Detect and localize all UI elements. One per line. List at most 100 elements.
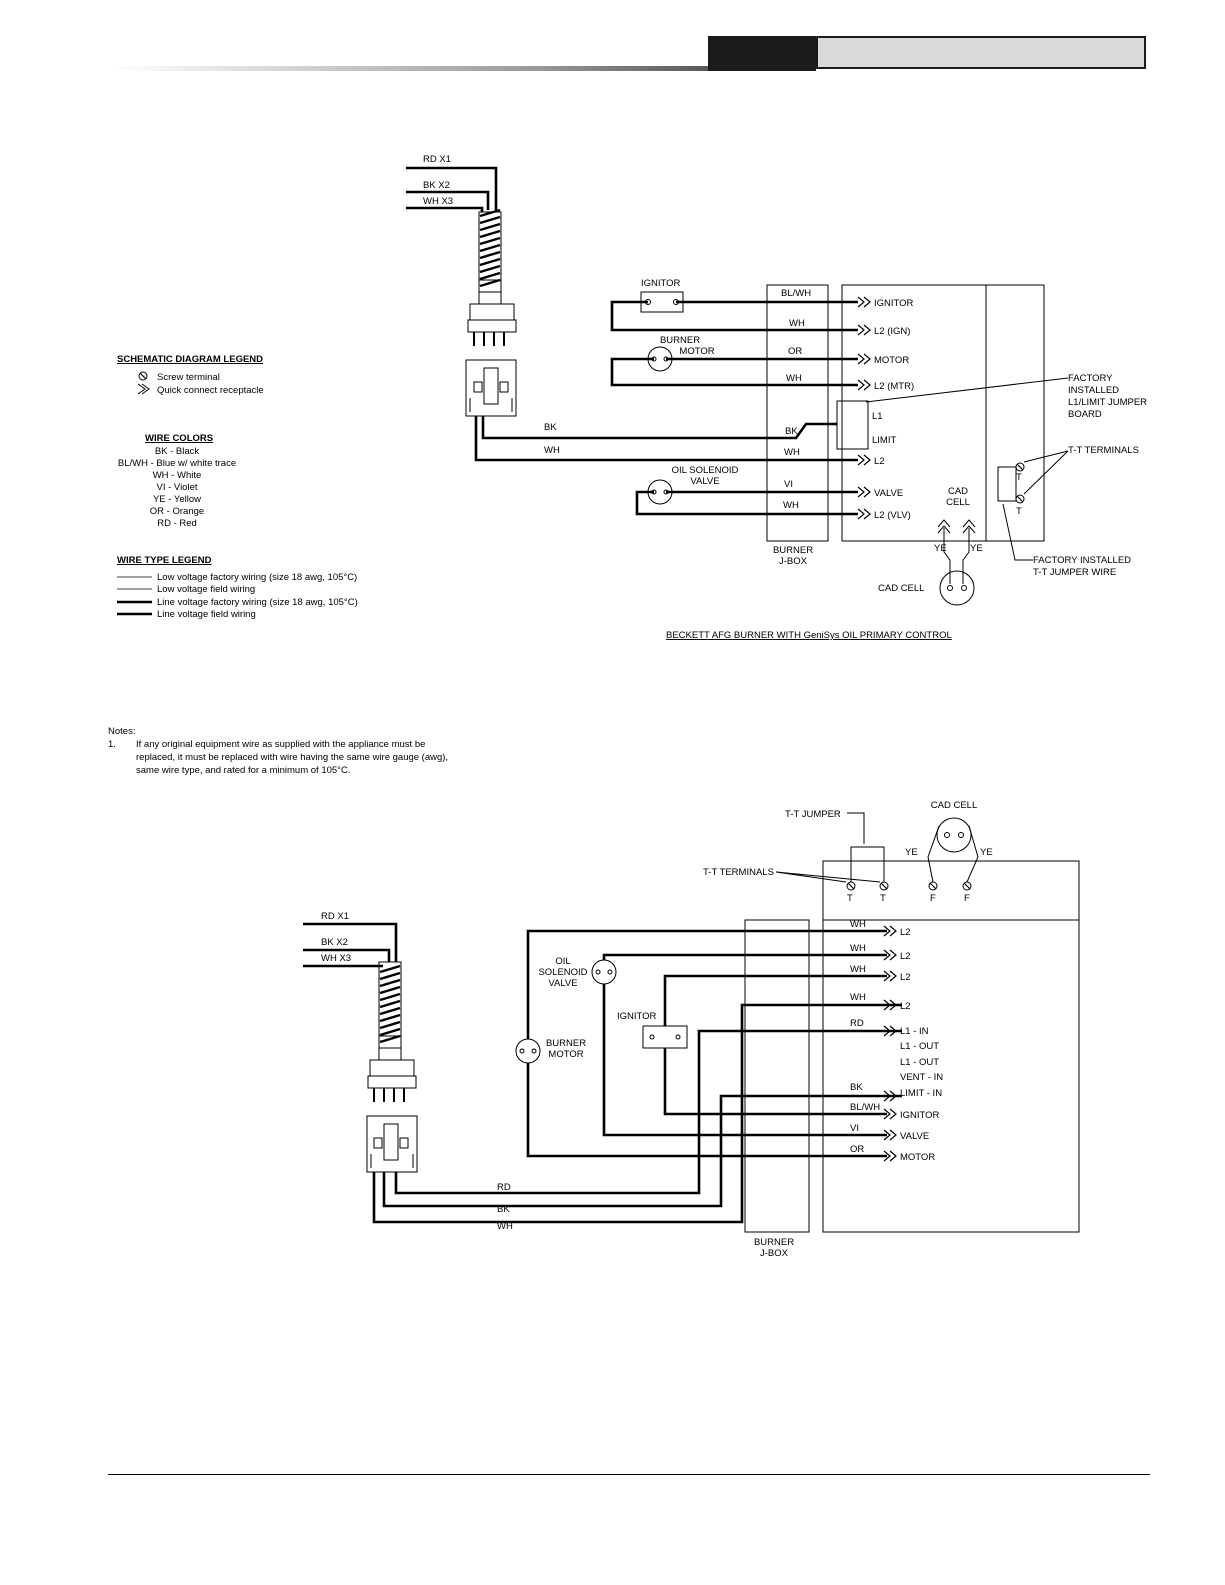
footer-rule: [108, 1474, 1150, 1475]
d2-lead-label: RD X1: [321, 911, 349, 922]
d1-terminal: L2 (VLV): [874, 510, 911, 521]
d2-lead-label: WH X3: [321, 953, 351, 964]
d2-terminal: VENT - IN: [900, 1072, 943, 1083]
header-gradient-bar: [112, 66, 812, 71]
d1-terminal: IGNITOR: [874, 298, 914, 309]
d2-ignitor-label: IGNITOR: [617, 1011, 657, 1022]
d2-wire-label: WH: [850, 943, 866, 954]
legend-color: BK - Black: [155, 446, 200, 457]
legend-screw-terminal: Screw terminal: [157, 372, 220, 383]
diagram-2: RD X1 BK X2 WH X3 RD BK WH BURNER J-BOX: [303, 800, 1080, 1259]
d1-burner-motor-label: BURNER: [660, 335, 700, 346]
d2-oil-solenoid-label: OIL: [555, 956, 570, 967]
d1-cad-label: CAD: [948, 486, 968, 497]
d1-callout: FACTORY: [1068, 373, 1113, 384]
screw-terminal-icon: [1015, 462, 1025, 472]
notes: Notes: 1. If any original equipment wire…: [108, 725, 458, 777]
d2-oil-solenoid-label: VALVE: [548, 978, 577, 989]
note-item: 1. If any original equipment wire as sup…: [108, 738, 458, 777]
d1-wire-label: WH: [783, 500, 799, 511]
d2-f-label: F: [930, 893, 936, 904]
d1-ignitor-label: IGNITOR: [641, 278, 681, 289]
d2-terminal: L2: [900, 1001, 911, 1012]
d1-burner-motor-label: MOTOR: [679, 346, 714, 357]
legend-color: BL/WH - Blue w/ white trace: [118, 458, 236, 469]
d2-terminal: VALVE: [900, 1131, 929, 1142]
d2-cad-cell-label: CAD CELL: [931, 800, 977, 811]
d1-oil-solenoid-label: OIL SOLENOID: [672, 465, 739, 476]
d1-wire-label: BL/WH: [781, 288, 811, 299]
d1-wire-label: WH: [786, 373, 802, 384]
d1-wire-label: OR: [788, 346, 802, 357]
legend-wire-type: Line voltage field wiring: [157, 609, 256, 620]
screw-terminal-icon: [1015, 494, 1025, 504]
d1-caption: BECKETT AFG BURNER WITH GeniSys OIL PRIM…: [666, 630, 952, 641]
screw-terminal-icon: [962, 881, 972, 891]
d1-tt-panel: [985, 284, 1045, 542]
d2-terminal: L2: [900, 927, 911, 938]
d1-ye-label: YE: [934, 543, 947, 554]
diagram-1: RD X1 BK X2 WH X3 BK WH IGN: [406, 154, 1147, 641]
d1-terminal: L2: [874, 456, 885, 467]
d2-wire-label: WH: [850, 919, 866, 930]
header-gray-tab: [816, 36, 1146, 69]
header-dark-tab: [708, 36, 816, 71]
d1-callout: T-T TERMINALS: [1068, 445, 1139, 456]
d2-terminal: L1 - OUT: [900, 1041, 939, 1052]
d2-jbox-label: BURNER: [754, 1237, 794, 1248]
legend-color: YE - Yellow: [153, 494, 201, 505]
legend-quick-connect: Quick connect receptacle: [157, 385, 264, 396]
d2-burner-motor-label: BURNER: [546, 1038, 586, 1049]
d1-lead-label: WH X3: [423, 196, 453, 207]
d1-jbox-label: J-BOX: [779, 556, 808, 567]
legend-wire-type-title: WIRE TYPE LEGEND: [117, 555, 212, 566]
d2-jbox-label: J-BOX: [760, 1248, 789, 1259]
schematic-legend: SCHEMATIC DIAGRAM LEGEND Screw terminal …: [117, 354, 358, 620]
d1-tt-label: T: [1016, 506, 1022, 517]
legend-wire-type: Low voltage factory wiring (size 18 awg,…: [157, 572, 357, 583]
d1-connector: [465, 279, 517, 417]
d2-terminal: L1 - OUT: [900, 1057, 939, 1068]
d2-terminal: L2: [900, 972, 911, 983]
legend-colors-title: WIRE COLORS: [145, 433, 213, 444]
d1-terminal: LIMIT: [872, 435, 896, 446]
d2-burner-jbox: [744, 919, 810, 1233]
d1-harness-label: BK: [544, 422, 557, 433]
d2-harness-label: BK: [497, 1204, 510, 1215]
d2-cad-cell: [936, 817, 972, 853]
legend-color: VI - Violet: [156, 482, 197, 493]
d1-callout: L1/LIMIT JUMPER: [1068, 397, 1147, 408]
d1-wire-label: VI: [784, 479, 793, 490]
d1-wire-label: WH: [784, 447, 800, 458]
legend-color: RD - Red: [157, 518, 197, 529]
d2-harness-label: WH: [497, 1221, 513, 1232]
d2-tt-jumper-label: T-T JUMPER: [785, 809, 841, 820]
d2-wire-label: WH: [850, 992, 866, 1003]
d1-oil-solenoid-label: VALVE: [690, 476, 719, 487]
d2-lead-label: BK X2: [321, 937, 348, 948]
d1-callout: BOARD: [1068, 409, 1102, 420]
d1-harness-label: WH: [544, 445, 560, 456]
d2-terminal: L1 - IN: [900, 1026, 929, 1037]
legend-wire-type: Low voltage field wiring: [157, 584, 255, 595]
d2-tt-terminals-label: T-T TERMINALS: [703, 867, 774, 878]
d2-wire-label: OR: [850, 1144, 864, 1155]
d2-wire-label: BL/WH: [850, 1102, 880, 1113]
d1-callout: FACTORY INSTALLED: [1033, 555, 1131, 566]
d2-f-label: F: [964, 893, 970, 904]
d1-callout: T-T JUMPER WIRE: [1033, 567, 1116, 578]
d2-terminal: IGNITOR: [900, 1110, 940, 1121]
d1-burner-jbox: [766, 284, 829, 542]
d1-cad-label: CELL: [946, 497, 970, 508]
d2-connector: [366, 1035, 418, 1173]
note-text: If any original equipment wire as suppli…: [136, 739, 449, 776]
d2-harness-label: RD: [497, 1182, 511, 1193]
screw-terminal-icon: [879, 881, 889, 891]
d2-t-label: T: [880, 893, 886, 904]
notes-heading: Notes:: [108, 726, 136, 737]
d2-t-label: T: [847, 893, 853, 904]
d2-burner-motor-label: MOTOR: [548, 1049, 583, 1060]
d2-wire-label: BK: [850, 1082, 863, 1093]
d1-terminal: VALVE: [874, 488, 903, 499]
